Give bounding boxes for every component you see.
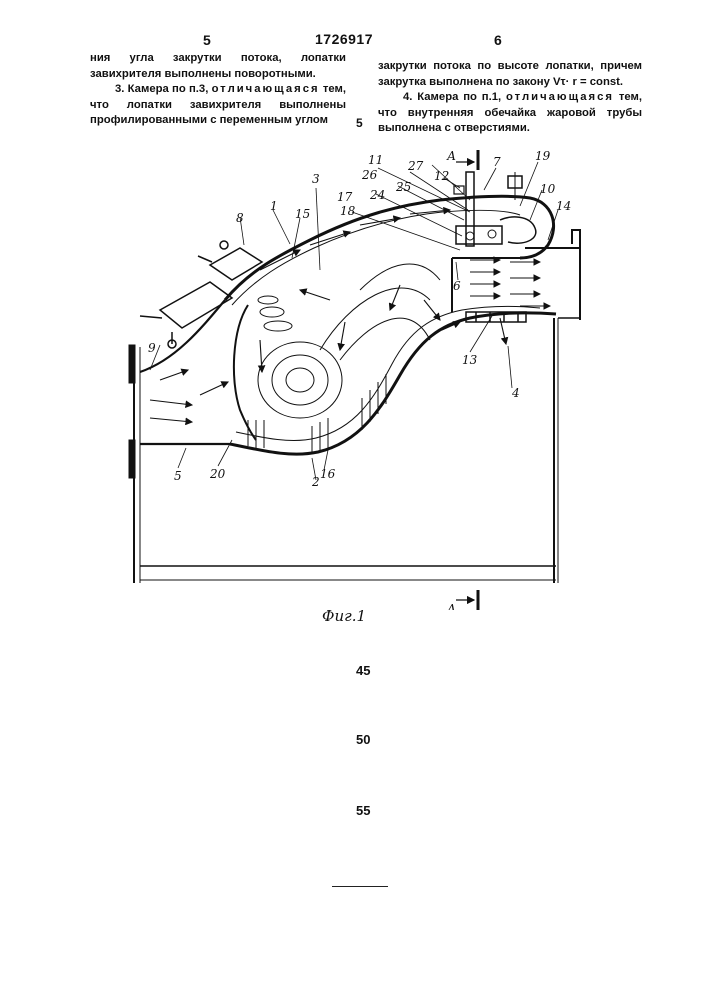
callout-5: 5 [174,469,182,483]
section-label-bottom: А [446,602,456,610]
swirler-vanes [248,374,386,454]
callout-26: 26 [361,168,378,182]
line-number-55: 55 [356,803,370,818]
right-paragraph-1: закрутки потока по высоте лопатки, приче… [378,59,642,90]
callout-19: 19 [535,149,551,163]
callout-13: 13 [462,353,478,367]
callout-11: 11 [368,153,383,167]
callout-1: 1 [270,199,278,213]
end-rule [332,886,388,887]
left-paragraph-1: ния угла закрутки потока, лопатки завихр… [90,51,346,82]
callout-17: 17 [337,190,353,204]
patent-number: 1726917 [315,31,373,47]
left-casing-wall [129,345,140,583]
claim-3-start: 3. Камера по п.3, [115,83,212,95]
liner-partition [452,258,526,312]
callout-2: 2 [311,475,320,489]
right-text-column: закрутки потока по высоте лопатки, приче… [378,59,642,137]
callout-3: 3 [312,172,320,186]
page-number-left: 5 [203,32,211,48]
claim-4-keyword: отличающаяся [506,91,614,103]
callout-14: 14 [556,199,571,213]
callout-24: 24 [369,188,385,202]
page-number-right: 6 [494,32,502,48]
callout-8: 8 [236,211,244,225]
callout-16: 16 [320,467,336,481]
callout-12: 12 [434,169,449,183]
line-number-45: 45 [356,663,370,678]
flame-tube-inner-liner [236,306,540,440]
claim-3: 3. Камера по п.3, отличающаяся тем, что … [90,82,346,129]
callout-27: 27 [407,159,424,173]
callout-25: 25 [395,180,411,194]
line-number-50: 50 [356,732,370,747]
section-marker-top [456,150,478,170]
inlet-upper-wall [140,300,225,372]
callout-10: 10 [540,182,556,196]
section-marker-bottom [456,590,478,610]
figure-caption: Фиг.1 [322,607,366,625]
callout-15: 15 [295,207,310,221]
base-line [140,566,556,580]
callout-6: 6 [453,279,461,293]
flame-tube-inner-shell [230,313,556,454]
callout-20: 20 [209,467,226,481]
igniter-assembly [140,241,262,348]
combustion-chamber-drawing: А А 1 2 3 4 5 6 7 8 9 10 11 1 [0,140,707,610]
claim-3-keyword: отличающаяся [212,83,320,95]
section-label-top: А [446,149,456,163]
callout-9: 9 [148,341,156,355]
callout-4: 4 [511,386,520,400]
margin-line-number: 5 [356,116,363,130]
swirler-dome [234,305,256,440]
callout-18: 18 [340,204,356,218]
left-text-column: ния угла закрутки потока, лопатки завихр… [90,51,346,129]
right-casing-wall [525,230,580,583]
claim-4: 4. Камера по п.1, отличающаяся тем, что … [378,90,642,137]
callout-7: 7 [493,155,501,169]
claim-4-start: 4. Камера по п.1, [403,91,506,103]
vortex-flow [258,264,440,418]
